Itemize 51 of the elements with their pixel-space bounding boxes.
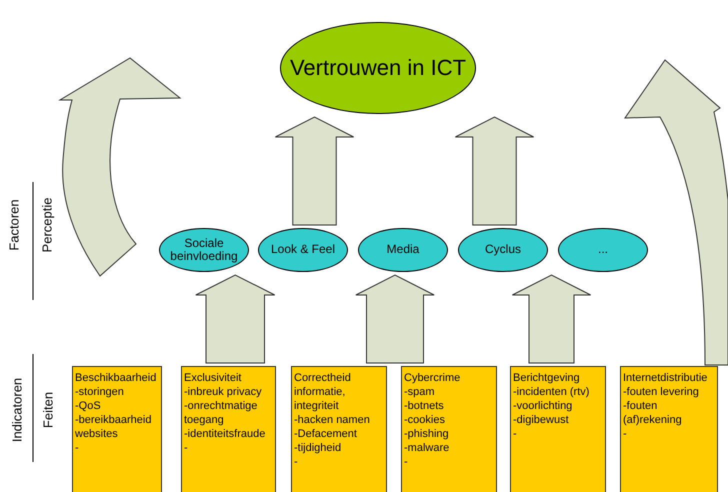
block-arrow: [355, 274, 435, 364]
list-item: -voorlichting: [513, 399, 574, 413]
axis-label: Factoren: [6, 199, 22, 251]
list-item: -storingen: [75, 385, 125, 399]
list-item: -bereikbaarheid websites: [75, 413, 152, 441]
list-item: -QoS: [75, 399, 102, 413]
list-item: -spam: [404, 385, 436, 399]
list-item: -: [75, 441, 80, 455]
fact-box: [181, 366, 276, 492]
list-item: -fouten levering: [623, 385, 700, 399]
list-item: -incidenten (rtv): [513, 385, 590, 399]
node-text: ...: [598, 243, 608, 257]
node-text: Look & Feel: [270, 243, 336, 257]
block-arrow: [512, 274, 592, 364]
fact-box: [72, 366, 162, 492]
box-heading: Cybercrime: [404, 371, 462, 385]
box-heading: Correctheid informatie, integriteit: [294, 371, 352, 413]
fact-box: [291, 366, 387, 492]
block-arrow: [195, 274, 276, 364]
node-text: Vertrouwen in ICT: [290, 56, 466, 80]
axis-label: Perceptie: [40, 198, 54, 252]
node-text: Sociale beinvloeding: [169, 236, 239, 264]
list-item: -phishing: [404, 427, 450, 441]
list-item: -: [623, 427, 628, 441]
list-item: -onrechtmatige toegang: [184, 399, 258, 427]
node-text: Media: [386, 243, 420, 257]
fact-box: [401, 366, 497, 492]
axis-label: Indicatoren: [10, 378, 24, 442]
list-item: -fouten (af)rekening: [623, 399, 683, 427]
list-item: -botnets: [404, 399, 445, 413]
list-item: -digibewust: [513, 413, 570, 427]
box-heading: Berichtgeving: [513, 371, 581, 385]
box-heading: Beschikbaarheid: [75, 371, 158, 385]
list-item: -: [404, 455, 409, 469]
list-item: -tijdigheid: [294, 441, 342, 455]
list-item: -malware: [404, 441, 450, 455]
block-arrow: [454, 116, 534, 226]
list-item: -inbreuk privacy: [184, 385, 263, 399]
axis-label: Feiten: [40, 392, 56, 428]
fact-box: [510, 366, 606, 492]
fact-box: [620, 366, 718, 492]
list-item: -Defacement: [294, 427, 358, 441]
list-item: -hacken namen: [294, 413, 371, 427]
list-item: -identiteitsfraude: [184, 427, 266, 441]
box-heading: Exclusiviteit: [184, 371, 242, 385]
list-item: -: [513, 427, 518, 441]
list-item: -: [184, 441, 189, 455]
node-text: Cyclus: [484, 243, 521, 257]
list-item: -cookies: [404, 413, 446, 427]
box-heading: Internetdistributie: [623, 371, 708, 385]
list-item: -: [294, 455, 299, 469]
